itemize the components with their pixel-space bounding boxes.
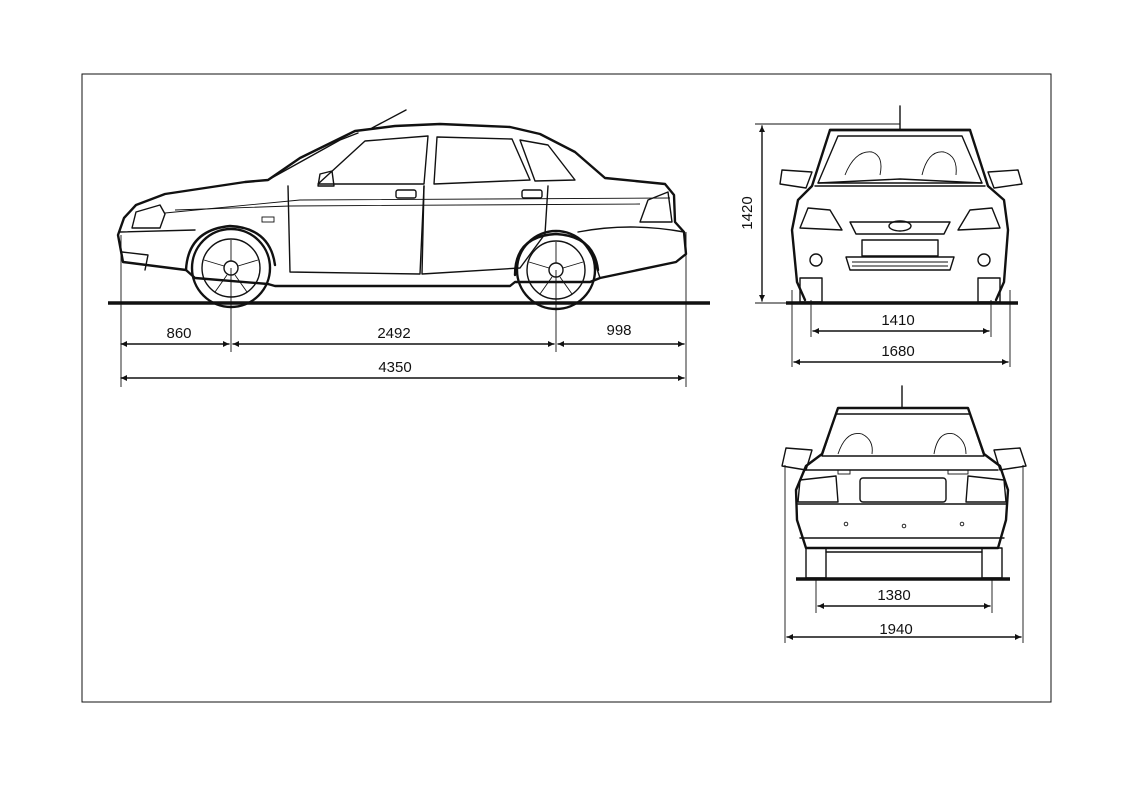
dim-overall-length: 4350 — [378, 359, 411, 376]
dim-overall-height: 1420 — [739, 196, 756, 229]
dim-rear-track: 1380 — [877, 587, 910, 604]
dim-front-track: 1410 — [881, 312, 914, 329]
dim-front-overhang: 860 — [166, 325, 191, 342]
dim-front-width: 1680 — [881, 343, 914, 360]
rear-view: 1380 1940 — [782, 386, 1026, 643]
dim-wheelbase: 2492 — [377, 325, 410, 342]
dim-overall-width: 1940 — [879, 621, 912, 638]
front-view: 1420 1410 1680 — [739, 106, 1022, 367]
dim-rear-overhang: 998 — [606, 322, 631, 339]
side-view: 860 2492 998 4350 — [108, 110, 710, 387]
